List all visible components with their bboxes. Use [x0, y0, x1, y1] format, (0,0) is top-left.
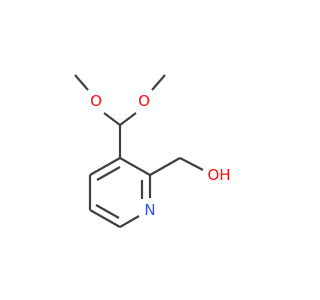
nitrogen-label: N	[144, 201, 155, 219]
bond-o-left-acetal	[103, 112, 121, 126]
bond-ring-c4-c3-outer	[89, 157, 121, 176]
bond-ring-c6-c5-inner	[95, 204, 120, 219]
molecule-drawing: O O OH N	[74, 74, 231, 228]
bond-c2-ch2	[149, 157, 181, 176]
bond-ring-n-c6	[119, 215, 140, 228]
bond-methyl-right	[151, 74, 166, 91]
oxygen-label-left: O	[90, 92, 102, 110]
bond-ch2-oh	[179, 157, 204, 171]
bond-ring-c3-c2	[119, 157, 151, 176]
bond-ring-c6-c5-outer	[89, 209, 121, 228]
bond-methyl-left	[74, 74, 89, 91]
hydroxyl-label: OH	[207, 166, 230, 184]
bond-ring-c4-c3-inner	[96, 166, 121, 181]
oxygen-label-right: O	[138, 92, 150, 110]
bond-o-right-acetal	[119, 112, 137, 126]
structure-diagram: O O OH N	[74, 74, 231, 228]
